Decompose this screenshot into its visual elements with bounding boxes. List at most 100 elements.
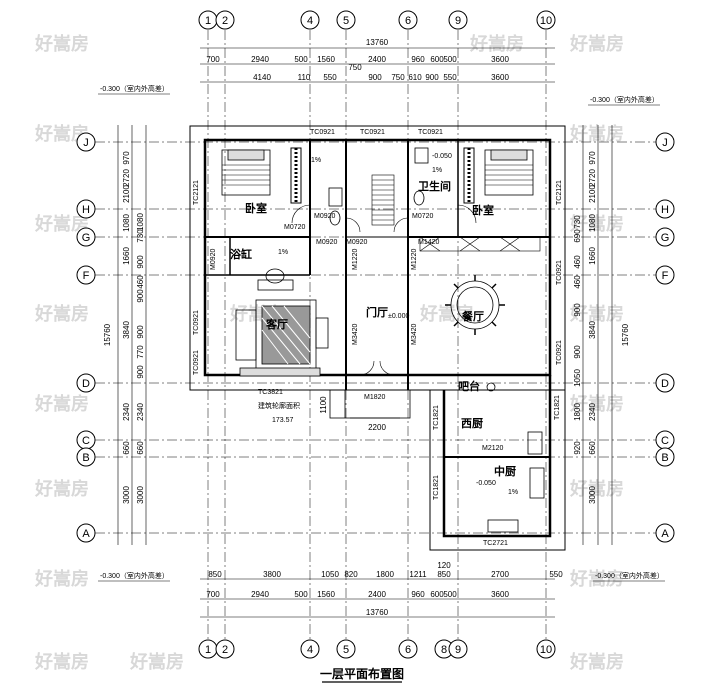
svg-text:700: 700 — [206, 590, 220, 599]
opening-codes: TC0921 TC0921 TC0921 TC2121 TC2121 M0720… — [193, 129, 563, 547]
axis-bubble: H — [655, 199, 675, 219]
svg-text:-0.300（室内外高差）: -0.300（室内外高差） — [590, 95, 659, 104]
watermark: 好嵩房 — [569, 123, 624, 144]
svg-text:900: 900 — [368, 73, 382, 82]
axis-bubble: 6 — [398, 10, 418, 30]
bed-left — [221, 149, 271, 196]
svg-text:460: 460 — [136, 275, 145, 289]
svg-text:550: 550 — [443, 73, 457, 82]
svg-text:730: 730 — [136, 229, 145, 243]
watermark: 好嵩房 — [419, 303, 474, 324]
svg-text:C: C — [82, 435, 90, 447]
axis-bubble: B — [655, 447, 675, 467]
svg-text:F: F — [662, 270, 669, 282]
svg-text:900: 900 — [573, 303, 582, 317]
bathroom-fixtures — [257, 147, 429, 291]
svg-text:M2120: M2120 — [482, 445, 504, 452]
axis-bubble: 4 — [300, 639, 320, 659]
svg-text:660: 660 — [588, 441, 597, 455]
svg-text:M3420: M3420 — [352, 323, 359, 345]
watermark: 好嵩房 — [34, 33, 89, 54]
axis-bubble: J — [76, 132, 96, 152]
axis-bubble: B — [76, 447, 96, 467]
svg-text:9: 9 — [455, 644, 461, 656]
kitchen-fixtures — [486, 382, 545, 533]
svg-text:TC1821: TC1821 — [554, 395, 561, 420]
watermark: 好嵩房 — [569, 568, 624, 589]
svg-text:TC0921: TC0921 — [310, 129, 335, 136]
axis-bubble: 1 — [198, 10, 218, 30]
watermark: 好嵩房 — [34, 123, 89, 144]
svg-text:2: 2 — [222, 15, 228, 27]
svg-text:820: 820 — [344, 570, 358, 579]
svg-text:J: J — [662, 137, 668, 149]
svg-text:A: A — [661, 528, 669, 540]
axis-bubbles-bottom: 1 2 4 5 6 8 9 10 — [198, 639, 556, 659]
svg-text:H: H — [661, 204, 669, 216]
svg-text:3600: 3600 — [491, 590, 509, 599]
level-notes: -0.300（室内外高差） -0.300（室内外高差） -0.300（室内外高差… — [98, 84, 665, 582]
side-dimensions — [117, 125, 613, 545]
svg-text:3000: 3000 — [122, 486, 131, 504]
axis-bubble: D — [655, 373, 675, 393]
axis-bubble: 4 — [300, 10, 320, 30]
svg-text:500: 500 — [443, 55, 457, 64]
axis-bubble: 10 — [536, 639, 556, 659]
svg-text:970: 970 — [588, 151, 597, 165]
svg-text:6: 6 — [405, 15, 411, 27]
svg-text:9: 9 — [455, 15, 461, 27]
svg-text:TC1821: TC1821 — [433, 405, 440, 430]
svg-text:2340: 2340 — [588, 403, 597, 421]
svg-text:1: 1 — [205, 644, 211, 656]
svg-text:3840: 3840 — [588, 321, 597, 339]
svg-text:1800: 1800 — [376, 570, 394, 579]
svg-text:6: 6 — [405, 644, 411, 656]
svg-text:D: D — [661, 378, 669, 390]
svg-text:TC2121: TC2121 — [193, 180, 200, 205]
svg-text:2100: 2100 — [588, 185, 597, 203]
svg-text:-0.300（室内外高差）: -0.300（室内外高差） — [100, 571, 169, 580]
svg-text:15760: 15760 — [103, 323, 112, 346]
svg-text:660: 660 — [136, 441, 145, 455]
svg-text:500: 500 — [294, 55, 308, 64]
watermark: 好嵩房 — [129, 651, 184, 672]
slope: 1% — [508, 489, 518, 496]
axis-bubble: G — [76, 227, 96, 247]
door-swings — [291, 204, 477, 376]
axis-bubble: C — [655, 430, 675, 450]
watermark: 好嵩房 — [34, 303, 89, 324]
svg-text:500: 500 — [294, 590, 308, 599]
svg-text:M1220: M1220 — [352, 248, 359, 270]
svg-text:10: 10 — [540, 15, 552, 27]
svg-text:1800: 1800 — [573, 403, 582, 421]
svg-text:900: 900 — [425, 73, 439, 82]
svg-text:4: 4 — [307, 15, 313, 27]
axis-bubble: G — [655, 227, 675, 247]
svg-text:8: 8 — [441, 644, 447, 656]
svg-text:M0920: M0920 — [316, 239, 338, 246]
side-dim-labels: 15760 15760 970 2720 2100 1080 1660 3840… — [103, 151, 630, 504]
svg-text:850: 850 — [437, 570, 451, 579]
svg-text:13760: 13760 — [366, 38, 389, 47]
dining-table — [445, 275, 505, 335]
axis-bubble: 1 — [198, 639, 218, 659]
svg-text:1: 1 — [205, 15, 211, 27]
svg-text:600: 600 — [430, 55, 444, 64]
watermark: 好嵩房 — [34, 568, 89, 589]
svg-text:A: A — [82, 528, 90, 540]
room-label-living: 客厅 — [265, 317, 288, 331]
bed-right — [484, 149, 534, 196]
svg-text:1050: 1050 — [321, 570, 339, 579]
watermark: 好嵩房 — [34, 213, 89, 234]
svg-text:900: 900 — [136, 255, 145, 269]
watermark: 好嵩房 — [34, 393, 89, 414]
watermark: 好嵩房 — [34, 651, 89, 672]
svg-text:TC0921: TC0921 — [193, 310, 200, 335]
svg-text:1080: 1080 — [136, 213, 145, 231]
bottom-dimensions — [200, 578, 555, 618]
axis-bubble: C — [76, 430, 96, 450]
svg-text:2340: 2340 — [136, 403, 145, 421]
svg-text:M3420: M3420 — [411, 323, 418, 345]
svg-text:2100: 2100 — [122, 185, 131, 203]
